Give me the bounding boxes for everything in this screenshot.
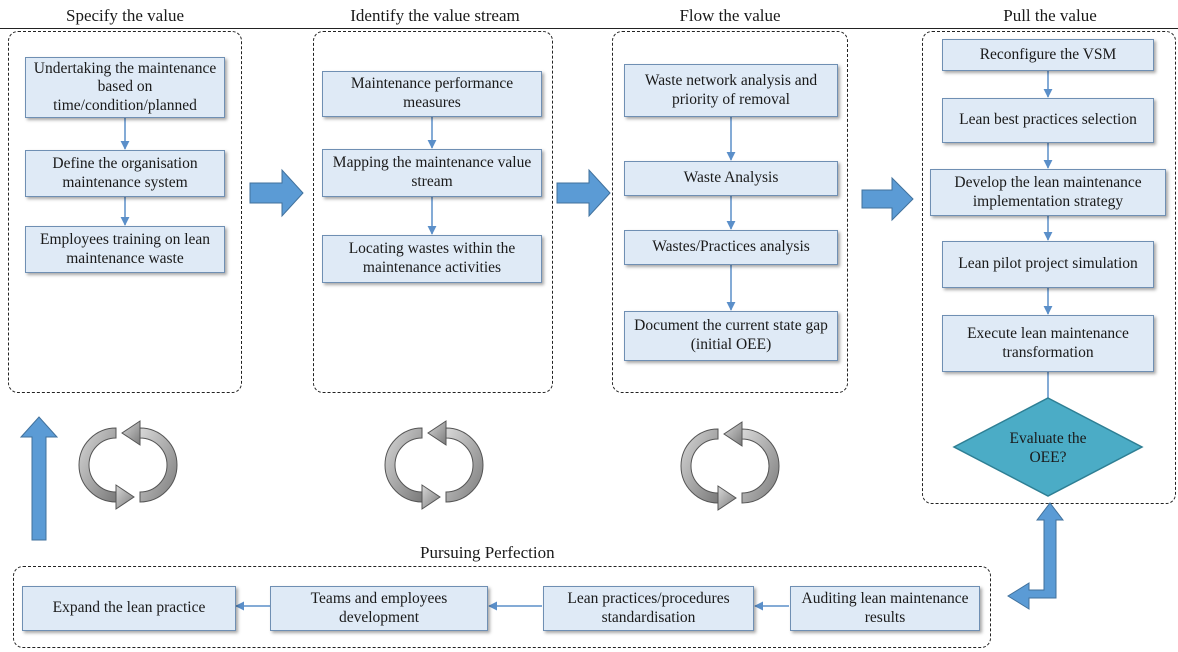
feedback-elbow-arrow: [1007, 502, 1065, 610]
step-box: Wastes/Practices analysis: [624, 230, 838, 265]
step-box: Employees training on lean maintenance w…: [25, 226, 225, 273]
step-box: Auditing lean maintenance results: [790, 586, 980, 631]
step-box: Undertaking the maintenance based on tim…: [25, 57, 225, 118]
perfection-title: Pursuing Perfection: [420, 543, 555, 562]
step-box: Mapping the maintenance value stream: [322, 149, 542, 197]
stage-flow-arrow: [556, 168, 611, 218]
stage-2-title: Identify the value stream: [350, 6, 520, 25]
feedback-up-arrow: [19, 416, 59, 541]
step-box: Maintenance performance measures: [322, 71, 542, 117]
cycle-arrow-1: [78, 420, 178, 510]
step-box: Document the current state gap (initial …: [624, 311, 838, 361]
step-box: Expand the lean practice: [22, 586, 236, 631]
step-box: Waste Analysis: [624, 161, 838, 196]
stage-flow-arrow: [249, 168, 304, 218]
stage-flow-arrow: [861, 176, 914, 222]
step-box: Lean pilot project simulation: [942, 241, 1154, 288]
step-box: Locating wastes within the maintenance a…: [322, 235, 542, 283]
stage-4-title: Pull the value: [1003, 6, 1097, 25]
step-box: Lean best practices selection: [942, 98, 1154, 143]
cycle-arrow-3: [680, 421, 780, 511]
step-box: Lean practices/procedures standardisatio…: [543, 586, 754, 631]
decision-diamond: [952, 397, 1144, 497]
step-box: Reconfigure the VSM: [942, 39, 1154, 71]
cycle-arrow-2: [384, 420, 484, 510]
decision-label: Evaluate the OEE?: [1009, 430, 1087, 467]
perfection-group: [13, 566, 991, 648]
step-box: Teams and employees development: [270, 586, 488, 631]
stage-1-title: Specify the value: [65, 6, 184, 25]
stage-3-group: [612, 31, 848, 393]
stage-1-group: [8, 31, 242, 393]
header-rule: [0, 28, 1178, 29]
step-box: Define the organisation maintenance syst…: [25, 150, 225, 197]
step-box: Develop the lean maintenance implementat…: [930, 169, 1166, 216]
step-box: Waste network analysis and priority of r…: [624, 64, 838, 117]
step-box: Execute lean maintenance transformation: [942, 315, 1154, 372]
stage-3-title: Flow the value: [679, 6, 781, 25]
stage-2-group: [313, 31, 553, 393]
